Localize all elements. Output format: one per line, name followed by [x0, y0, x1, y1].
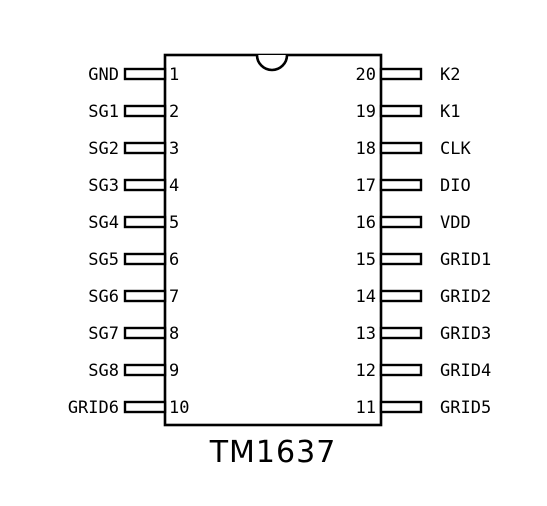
- pin-number-18: 18: [356, 139, 376, 159]
- pin-name-4: SG3: [88, 176, 119, 196]
- pin-number-5: 5: [169, 213, 179, 233]
- pin-name-12: GRID4: [440, 361, 491, 381]
- pin-lead-10: [123, 400, 167, 414]
- pin-lead-15: [379, 252, 423, 266]
- pin-name-7: SG6: [88, 287, 119, 307]
- pin-lead-17: [379, 178, 423, 192]
- pin-name-18: CLK: [440, 139, 471, 159]
- pin-number-1: 1: [169, 65, 179, 85]
- pin-name-1: GND: [88, 65, 119, 85]
- pin-number-17: 17: [356, 176, 376, 196]
- pin-number-7: 7: [169, 287, 179, 307]
- pin-lead-9: [123, 363, 167, 377]
- pin-lead-18: [379, 141, 423, 155]
- pin-number-10: 10: [169, 398, 189, 418]
- pin-number-9: 9: [169, 361, 179, 381]
- pin-name-5: SG4: [88, 213, 119, 233]
- pin-number-20: 20: [356, 65, 376, 85]
- pin-number-6: 6: [169, 250, 179, 270]
- pin-number-8: 8: [169, 324, 179, 344]
- pin-lead-7: [123, 289, 167, 303]
- pin-lead-12: [379, 363, 423, 377]
- pin-number-2: 2: [169, 102, 179, 122]
- pin-number-14: 14: [356, 287, 376, 307]
- pin-name-3: SG2: [88, 139, 119, 159]
- pin-number-19: 19: [356, 102, 376, 122]
- pin-name-14: GRID2: [440, 287, 491, 307]
- pin-number-3: 3: [169, 139, 179, 159]
- pin-name-10: GRID6: [68, 398, 119, 418]
- pin-name-11: GRID5: [440, 398, 491, 418]
- pin-lead-4: [123, 178, 167, 192]
- pin-lead-14: [379, 289, 423, 303]
- chip-title: TM1637: [209, 435, 337, 470]
- pin-lead-13: [379, 326, 423, 340]
- pin-name-16: VDD: [440, 213, 471, 233]
- pin-lead-3: [123, 141, 167, 155]
- pin-lead-2: [123, 104, 167, 118]
- pin-lead-11: [379, 400, 423, 414]
- pin-lead-6: [123, 252, 167, 266]
- pin-name-20: K2: [440, 65, 460, 85]
- chip-notch: [255, 54, 289, 72]
- pin-name-8: SG7: [88, 324, 119, 344]
- pin-name-15: GRID1: [440, 250, 491, 270]
- pin-name-17: DIO: [440, 176, 471, 196]
- pin-lead-8: [123, 326, 167, 340]
- pin-number-13: 13: [356, 324, 376, 344]
- pin-name-6: SG5: [88, 250, 119, 270]
- pin-lead-5: [123, 215, 167, 229]
- chip-body: [163, 53, 383, 427]
- pin-lead-1: [123, 67, 167, 81]
- pin-name-2: SG1: [88, 102, 119, 122]
- pin-number-11: 11: [356, 398, 376, 418]
- pin-number-16: 16: [356, 213, 376, 233]
- pin-lead-16: [379, 215, 423, 229]
- pin-number-4: 4: [169, 176, 179, 196]
- pin-name-13: GRID3: [440, 324, 491, 344]
- pin-lead-20: [379, 67, 423, 81]
- pin-number-12: 12: [356, 361, 376, 381]
- pin-name-9: SG8: [88, 361, 119, 381]
- pin-number-15: 15: [356, 250, 376, 270]
- pin-name-19: K1: [440, 102, 460, 122]
- pin-lead-19: [379, 104, 423, 118]
